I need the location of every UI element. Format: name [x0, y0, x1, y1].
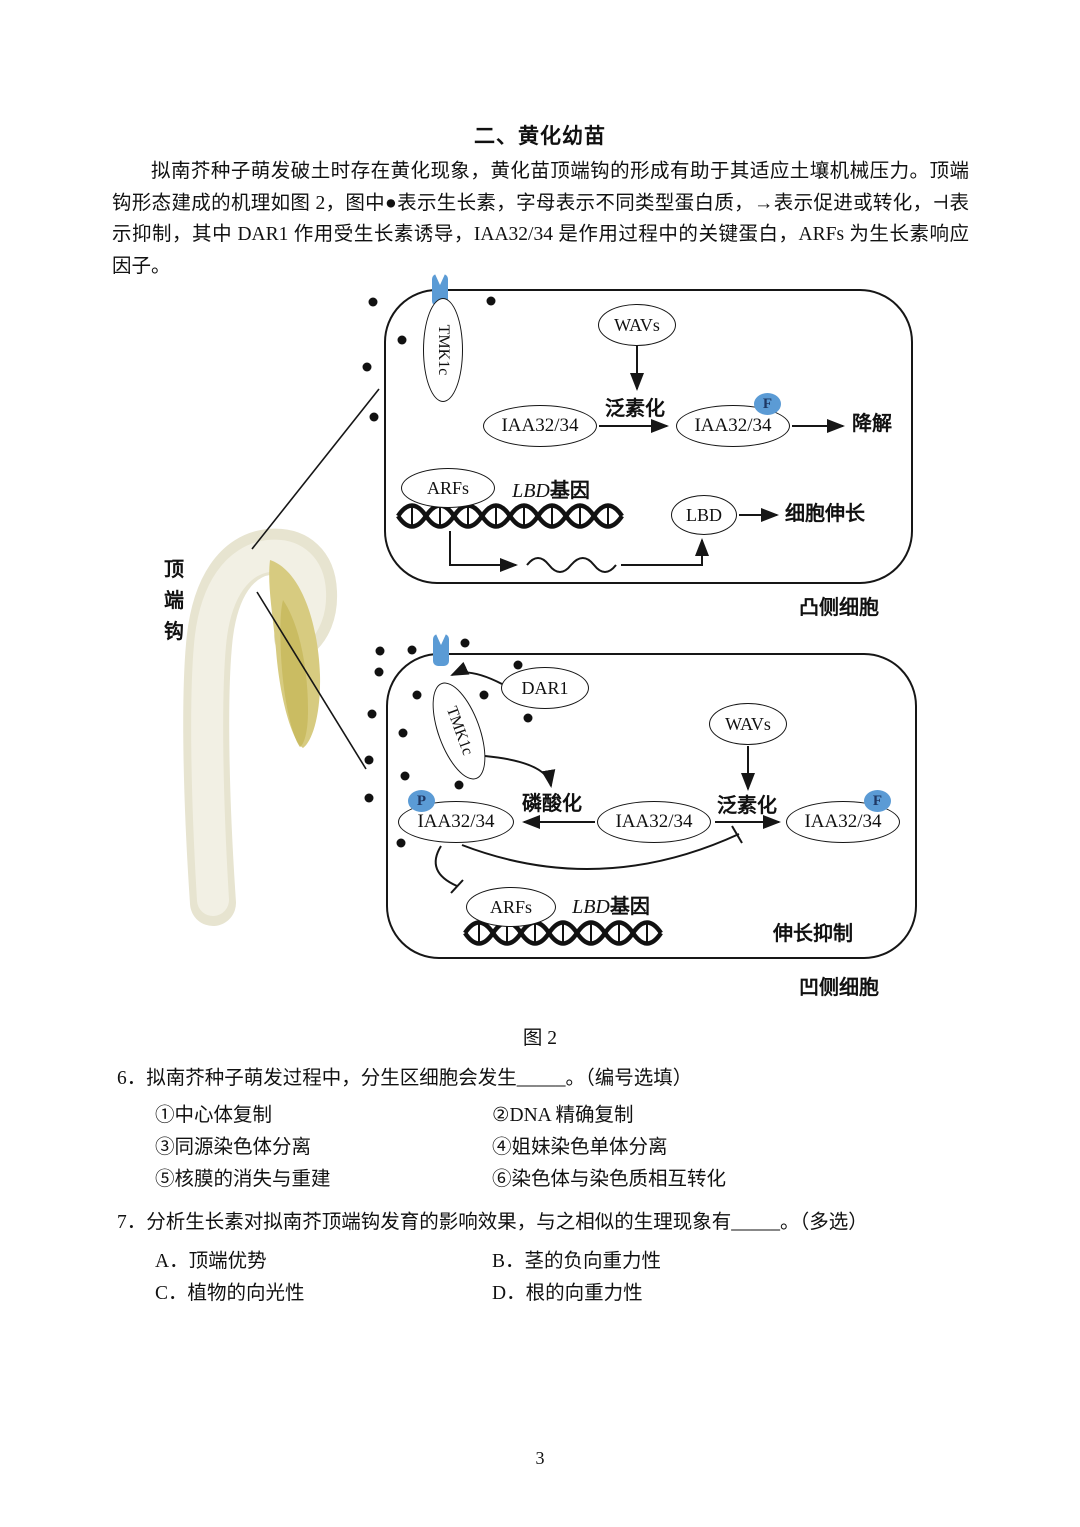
node-iaa3234-bottom-mid: IAA32/34: [597, 801, 711, 843]
node-tmk1c-bottom: TMK1c: [421, 675, 497, 787]
apical-hook-label: 顶端钩: [164, 559, 184, 643]
mrna-squiggle: [526, 557, 617, 573]
label-ubiquitination-top: 泛素化: [605, 398, 665, 420]
page-number: 3: [535, 1448, 545, 1468]
q7-option-c: C．植物的向光性: [155, 1283, 305, 1304]
q6-option-5: ⑤核膜的消失与重建: [155, 1169, 331, 1190]
q7-option-a: A．顶端优势: [155, 1251, 267, 1272]
q6-option-2: ②DNA 精确复制: [492, 1105, 634, 1126]
membrane-receptor-bottom: [433, 634, 449, 666]
lbd-gene-suffix-top: 基因: [549, 480, 590, 502]
q6-option-1: ①中心体复制: [155, 1105, 273, 1126]
node-tmk1c-top: TMK1c: [423, 298, 463, 402]
label-lbd-gene-top: LBD基因: [491, 478, 611, 504]
q6-option-3: ③同源染色体分离: [155, 1137, 312, 1158]
node-arfs-top: ARFs: [401, 468, 495, 508]
node-dar1: DAR1: [501, 667, 589, 709]
cotyledon: [269, 560, 321, 748]
lbd-gene-suffix-bottom: 基因: [609, 896, 650, 918]
node-wavs-bottom: WAVs: [709, 703, 787, 745]
q6-option-4: ④姐妹染色单体分离: [492, 1137, 668, 1158]
label-concave-cell: 凹侧细胞: [799, 977, 879, 999]
label-cell-elongation: 细胞伸长: [785, 503, 865, 525]
section-title: 二、黄化幼苗: [474, 125, 606, 148]
badge-p: P: [408, 790, 435, 812]
lbd-gene-name-bottom: LBD: [572, 896, 610, 918]
hook-connector-lines: [251, 388, 380, 770]
label-degradation: 降解: [852, 413, 892, 435]
question-6-stem: 6．拟南芥种子萌发过程中，分生区细胞会发生_____。（编号选填）: [117, 1068, 693, 1089]
node-lbd-protein: LBD: [671, 495, 737, 535]
q7-option-b: B．茎的负向重力性: [492, 1251, 662, 1272]
intro-paragraph: 拟南芥种子萌发破土时存在黄化现象，黄化苗顶端钩的形成有助于其适应土壤机械压力。顶…: [112, 161, 969, 277]
q7-option-d: D．根的向重力性: [492, 1283, 643, 1304]
question-7-stem: 7．分析生长素对拟南芥顶端钩发育的影响效果，与之相似的生理现象有_____。（多…: [117, 1212, 868, 1233]
node-arfs-bottom: ARFs: [466, 887, 556, 927]
badge-f-top: F: [754, 393, 781, 415]
dna-helix-top: [396, 503, 624, 529]
label-convex-cell: 凸侧细胞: [799, 597, 879, 619]
label-lbd-gene-bottom: LBD基因: [551, 894, 671, 920]
figure-caption: 图 2: [522, 1028, 558, 1049]
q6-option-6: ⑥染色体与染色质相互转化: [492, 1169, 727, 1190]
seedling-photo: [183, 528, 338, 926]
badge-f-bottom: F: [864, 790, 891, 812]
lbd-gene-name-top: LBD: [512, 480, 550, 502]
label-elongation-inhibited: 伸长抑制: [773, 923, 853, 945]
node-wavs-top: WAVs: [598, 304, 676, 346]
